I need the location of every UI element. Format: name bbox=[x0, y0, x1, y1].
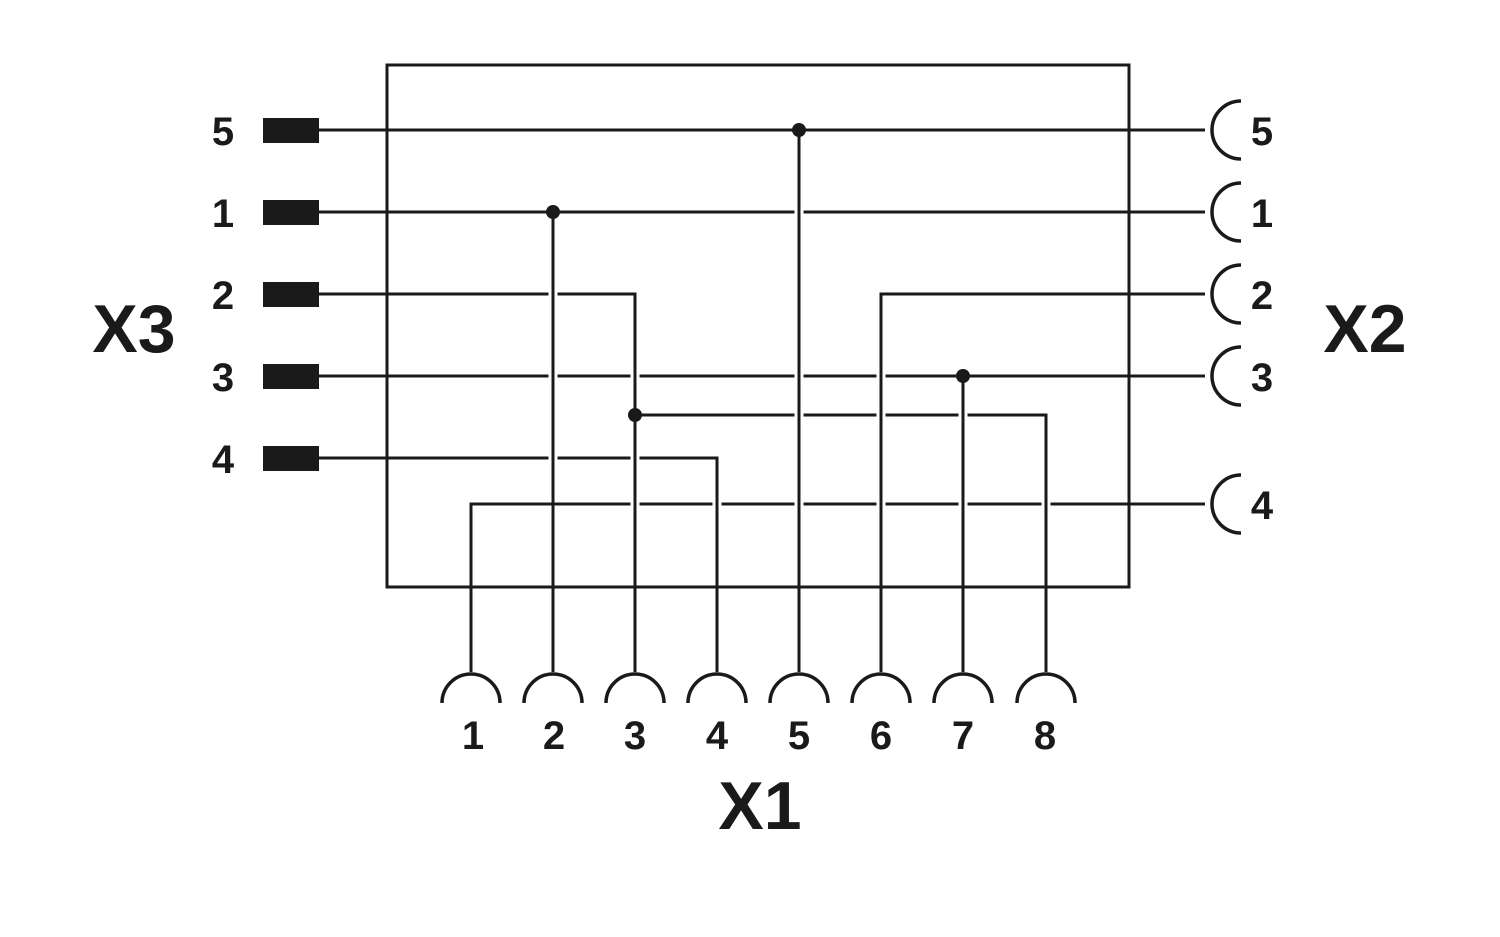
x3-pin-label: 3 bbox=[212, 356, 234, 400]
x1-socket-5 bbox=[768, 672, 830, 704]
enclosure-box bbox=[385, 63, 1131, 589]
x1-socket-8 bbox=[1015, 672, 1077, 704]
x3-pin-4 bbox=[263, 446, 319, 471]
x1-socket-7 bbox=[932, 672, 994, 704]
x2-socket-2 bbox=[1210, 263, 1242, 325]
x1-pin-label: 1 bbox=[462, 714, 484, 758]
wire-x2-2 bbox=[879, 292, 1205, 672]
wire-bus-to-x1-8 bbox=[635, 413, 1048, 672]
x3-pin-label: 4 bbox=[212, 438, 235, 482]
x1-socket-6 bbox=[850, 672, 912, 704]
junction-dot bbox=[792, 123, 806, 137]
x1-socket-4 bbox=[686, 672, 748, 704]
x2-socket-1 bbox=[1210, 181, 1242, 243]
x1-socket-2 bbox=[522, 672, 584, 704]
x2-label: X2 bbox=[1323, 291, 1406, 367]
x2-pin-label: 4 bbox=[1251, 484, 1274, 528]
x3-pin-5 bbox=[263, 118, 319, 143]
x1-label: X1 bbox=[718, 768, 801, 844]
vertical-wires bbox=[548, 130, 1051, 672]
wire-x3-4-to-x1-4 bbox=[318, 456, 719, 672]
x2-socket-4 bbox=[1210, 473, 1242, 535]
x3-pin-label: 1 bbox=[212, 192, 234, 236]
x1-pin-label: 3 bbox=[624, 714, 646, 758]
x2-pin-label: 3 bbox=[1251, 356, 1273, 400]
x1-pin-label: 2 bbox=[543, 714, 565, 758]
wire-x3-2 bbox=[318, 292, 637, 415]
x2-socket-3 bbox=[1210, 345, 1242, 407]
junction-dots bbox=[546, 123, 970, 422]
x3-label: X3 bbox=[92, 291, 175, 367]
x1-pin-label: 5 bbox=[788, 714, 810, 758]
x1-pin-label: 8 bbox=[1034, 714, 1056, 758]
x3-pin-label: 2 bbox=[212, 274, 234, 318]
x3-pin-3 bbox=[263, 364, 319, 389]
x3-pin-label: 5 bbox=[212, 110, 234, 154]
junction-dot bbox=[546, 205, 560, 219]
x1-pin-label: 4 bbox=[706, 714, 729, 758]
x2-socket-5 bbox=[1210, 99, 1242, 161]
horizontal-wires bbox=[318, 128, 1205, 672]
x1-pin-label: 6 bbox=[870, 714, 892, 758]
x2-pin-label: 1 bbox=[1251, 192, 1273, 236]
junction-dot bbox=[956, 369, 970, 383]
junction-dot bbox=[628, 408, 642, 422]
x1-socket-3 bbox=[604, 672, 666, 704]
x1-connector: 1 2 3 4 5 6 7 8 X1 bbox=[440, 672, 1077, 844]
x2-pin-label: 2 bbox=[1251, 274, 1273, 318]
x2-pin-label: 5 bbox=[1251, 110, 1273, 154]
x3-pin-1 bbox=[263, 200, 319, 225]
x3-pin-2 bbox=[263, 282, 319, 307]
x3-connector: 5 1 2 3 4 X3 bbox=[92, 110, 319, 482]
x1-socket-1 bbox=[440, 672, 502, 704]
x1-pin-label: 7 bbox=[952, 714, 974, 758]
x2-connector: 5 1 2 3 4 X2 bbox=[1210, 99, 1407, 535]
